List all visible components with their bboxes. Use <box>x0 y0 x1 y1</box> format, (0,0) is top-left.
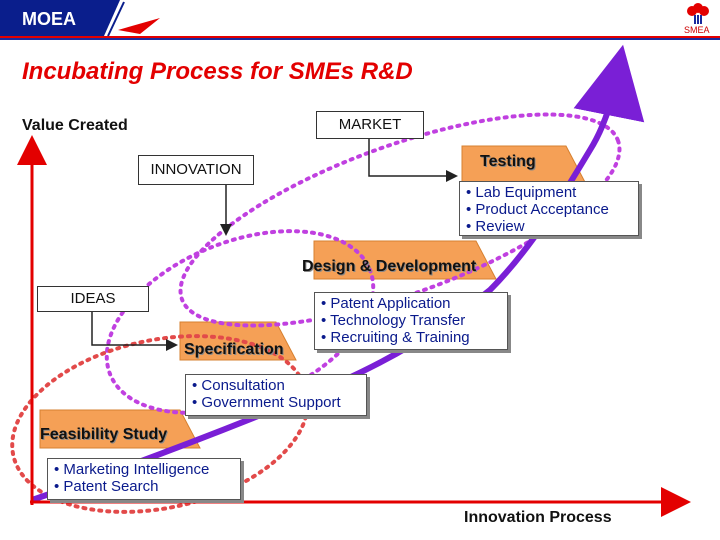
bullet-item: • Marketing Intelligence <box>54 461 210 478</box>
design-stage-banner <box>313 240 497 280</box>
logo-red-swoosh <box>118 18 160 34</box>
ideas-connector-arrow <box>91 311 178 351</box>
bullet-item: • Government Support <box>192 394 341 411</box>
purple-dotted-ellipse-upper <box>178 112 622 328</box>
moea-logo-text: MOEA <box>22 9 76 29</box>
x-axis-label: Innovation Process <box>464 509 612 526</box>
bullet-item: • Patent Search <box>54 478 159 495</box>
design-bullet-box: • Patent Application • Technology Transf… <box>314 292 508 350</box>
feasibility-bullet-box: • Marketing Intelligence • Patent Search <box>47 458 241 500</box>
bullet-item: • Recruiting & Training <box>321 329 470 346</box>
feasibility-stage-banner <box>39 409 201 449</box>
header-rule-blue <box>0 38 720 40</box>
bullet-item: • Technology Transfer <box>321 312 466 329</box>
bullet-item: • Consultation <box>192 377 285 394</box>
ideas-box: IDEAS <box>37 286 149 312</box>
market-connector-arrow <box>368 138 458 182</box>
bullet-item: • Patent Application <box>321 295 451 312</box>
smea-logo-text: SMEA <box>684 25 710 35</box>
header-rule-red <box>0 36 720 38</box>
feasibility-stage-label: Feasibility Study <box>40 426 168 443</box>
bullet-item: • Product Acceptance <box>466 201 609 218</box>
header-bar <box>0 0 720 40</box>
bullet-item: • Lab Equipment <box>466 184 577 201</box>
market-box: MARKET <box>316 111 424 139</box>
slide-title: Incubating Process for SMEs R&D <box>22 58 413 85</box>
innovation-box: INNOVATION <box>138 155 254 185</box>
specification-bullet-box: • Consultation • Government Support <box>185 374 367 416</box>
smea-logo-icon <box>687 3 709 24</box>
testing-bullet-box: • Lab Equipment • Product Acceptance • R… <box>459 181 639 236</box>
bullet-item: • Review <box>466 218 525 235</box>
moea-logo-background <box>0 0 120 36</box>
y-axis-label: Value Created <box>22 117 128 134</box>
logo-slash-line <box>107 1 125 37</box>
specification-stage-label: Specification <box>184 341 284 358</box>
design-stage-label: Design & Development <box>302 258 477 275</box>
testing-stage-label: Testing <box>480 153 536 170</box>
